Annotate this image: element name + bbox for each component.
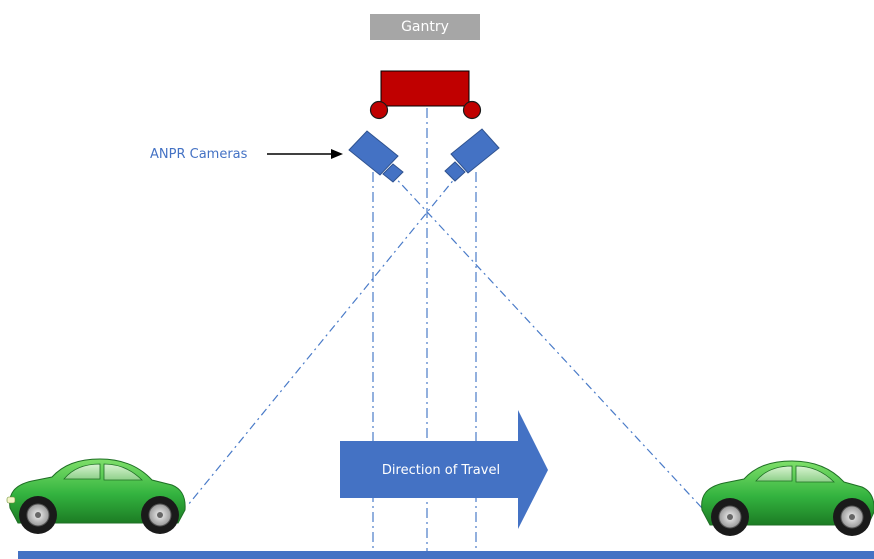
camera-left-icon [348, 130, 404, 183]
diagonal-sight-lines [187, 171, 703, 509]
gantry-mount-right [462, 100, 482, 120]
gantry-housing [380, 70, 470, 107]
camera-right-icon [444, 128, 500, 182]
gantry-mount-left [369, 100, 389, 120]
direction-of-travel-arrow [340, 410, 548, 529]
road-surface [18, 551, 874, 559]
cameras-callout-arrow [267, 149, 343, 159]
gantry-unit [369, 70, 482, 120]
car-approaching-icon [6, 458, 186, 534]
gantry-label: Gantry [370, 14, 480, 40]
sight-line-to-departing-car [389, 171, 703, 509]
car-departing-icon [701, 460, 874, 536]
anpr-cameras-label: ANPR Cameras [150, 147, 248, 162]
direction-of-travel-label: Direction of Travel [381, 463, 501, 478]
